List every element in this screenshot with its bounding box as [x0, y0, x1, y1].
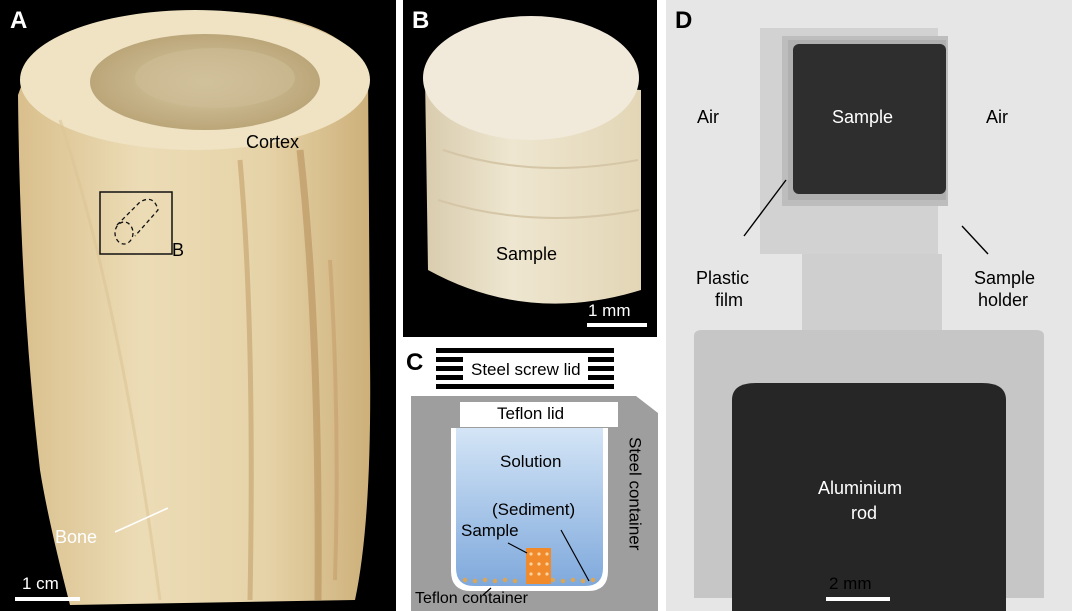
label-steel-container: Steel container: [625, 437, 645, 551]
label-plastic-film-line2: film: [715, 290, 743, 310]
label-bone: Bone: [55, 527, 98, 547]
label-sample-c: Sample: [461, 521, 519, 540]
label-steel-screw-lid: Steel screw lid: [471, 360, 581, 379]
sediment-leader: [560, 529, 590, 582]
sample-cylinder-top: [423, 16, 639, 140]
bone-photo-illustration: [15, 10, 371, 605]
scale-bar-a-label: 1 cm: [22, 574, 59, 593]
scale-bar-d: [826, 597, 890, 601]
label-plastic-film-line1: Plastic: [696, 268, 750, 288]
label-aluminium-rod-line2: rod: [851, 503, 878, 523]
scale-bar-d-label: 2 mm: [829, 574, 872, 593]
label-solution: Solution: [500, 452, 562, 471]
scale-bar-a: [15, 597, 80, 601]
sample-cylinder-illustration: [423, 16, 647, 327]
label-sediment: (Sediment): [492, 500, 576, 519]
label-sample-holder-line2: holder: [978, 290, 1029, 310]
teflon-lid: [460, 402, 618, 427]
label-b-box: B: [172, 240, 185, 260]
label-sample-b: Sample: [496, 244, 558, 264]
panel-letter-c: C: [406, 349, 424, 376]
bone-leader-line: [114, 507, 169, 533]
plastic-film-leader: [743, 179, 787, 237]
label-air-right: Air: [986, 107, 1008, 127]
bone-shaft: [18, 11, 371, 605]
panel-c-vessel-schematic: C Steel screw lid Teflon lid Solution (S…: [403, 343, 659, 611]
label-sample-d: Sample: [832, 107, 894, 127]
label-aluminium-rod-line1: Aluminium: [818, 478, 903, 498]
aluminium-rod: [732, 383, 1006, 611]
scale-bar-b-label: 1 mm: [588, 301, 631, 320]
panel-letter-a: A: [10, 7, 28, 34]
sample-leader-c: [507, 542, 528, 554]
sample-region-box: [99, 191, 173, 255]
panel-a-bone-photo: A Cortex B Bone 1 cm: [0, 0, 396, 611]
solution-fill: [456, 428, 603, 586]
sample-holder-leader: [961, 225, 989, 255]
panel-letter-d: D: [675, 7, 693, 34]
label-teflon-container: Teflon container: [415, 590, 528, 607]
sediment-dots: [462, 577, 596, 584]
label-teflon-lid: Teflon lid: [497, 404, 565, 423]
panel-b-sample-photo: B Sample 1 mm: [403, 0, 657, 337]
scale-bar-b: [587, 323, 647, 327]
label-air-left: Air: [697, 107, 719, 127]
sample-region-outline: [114, 198, 159, 245]
label-cortex: Cortex: [246, 132, 300, 152]
xray-sample: [793, 44, 946, 194]
holder-stem: [802, 254, 942, 336]
teflon-container-leader: [482, 587, 492, 596]
label-sample-holder-line1: Sample: [974, 268, 1036, 288]
vessel-diagram: [411, 348, 658, 611]
xray-illustration: [694, 28, 1044, 611]
panel-letter-b: B: [412, 7, 430, 34]
panel-d-xray-image: D Air Air Sample Plastic film Sample hol…: [666, 0, 1072, 611]
